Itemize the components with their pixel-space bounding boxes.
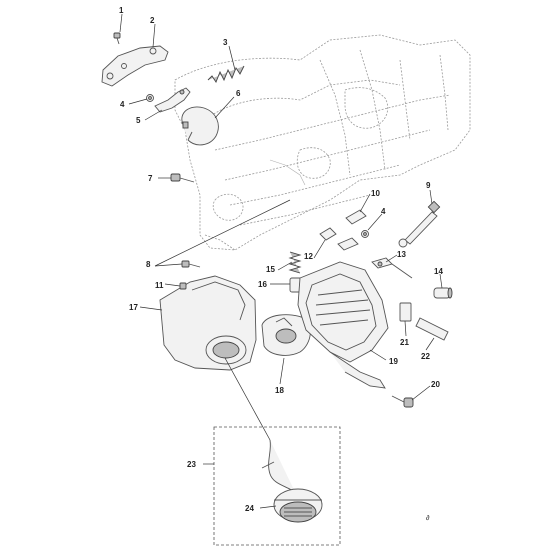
pin-part-12 xyxy=(319,227,359,251)
sleeve-part-14 xyxy=(433,287,453,299)
callout-4-upper: 4 xyxy=(120,100,125,109)
callout-4-lower: 4 xyxy=(381,207,386,216)
callout-7: 7 xyxy=(148,174,153,183)
lever-part-5 xyxy=(154,87,191,113)
callout-18: 18 xyxy=(275,386,284,395)
clip-part-21 xyxy=(399,302,412,322)
spring-part-15 xyxy=(288,251,302,274)
callout-2: 2 xyxy=(150,16,155,25)
spring-part-3 xyxy=(207,65,245,83)
band-clamp-part-6 xyxy=(181,106,219,146)
callout-3: 3 xyxy=(223,38,228,47)
housing-part-17 xyxy=(159,275,257,371)
cover-plate-part-19 xyxy=(297,261,389,389)
collar-part-18 xyxy=(261,314,311,356)
screw-part-8 xyxy=(181,260,201,268)
callout-1: 1 xyxy=(119,6,124,15)
cable-part-23 xyxy=(261,439,297,495)
callout-17: 17 xyxy=(129,303,138,312)
callout-14: 14 xyxy=(434,267,443,276)
screw-part-11 xyxy=(179,282,187,290)
rod-part-22 xyxy=(415,317,449,341)
callout-15: 15 xyxy=(266,265,275,274)
nut-part-4-lower xyxy=(361,230,369,238)
screw-part-7 xyxy=(170,173,195,183)
callout-11: 11 xyxy=(155,281,164,290)
shaft-part-9 xyxy=(398,200,441,248)
nut-part-4-upper xyxy=(146,94,154,102)
fuel-cap-part-24 xyxy=(273,488,323,523)
callout-23: 23 xyxy=(187,460,196,469)
callout-9: 9 xyxy=(426,181,431,190)
callout-20: 20 xyxy=(431,380,440,389)
callout-22: 22 xyxy=(421,352,430,361)
callout-24: 24 xyxy=(245,504,254,513)
screw-part-20 xyxy=(391,395,414,408)
callout-8: 8 xyxy=(146,260,151,269)
leader-lines xyxy=(119,13,443,509)
stud-part-10 xyxy=(345,209,367,225)
callout-19: 19 xyxy=(389,357,398,366)
screw-part-1 xyxy=(113,32,121,45)
callout-6: 6 xyxy=(236,89,241,98)
crankcase-ghost-outline xyxy=(174,34,471,251)
callout-5: 5 xyxy=(136,116,141,125)
inset-frame xyxy=(213,426,341,546)
bracket-part-2 xyxy=(101,45,169,87)
callout-12: 12 xyxy=(304,252,313,261)
callout-labels: 1 2 3 4 5 6 7 8 9 10 4 11 12 13 14 15 16… xyxy=(119,6,443,513)
callout-16: 16 xyxy=(258,280,267,289)
callout-13: 13 xyxy=(397,250,406,259)
detail-mark-glyph: ∂ xyxy=(426,515,430,522)
callout-10: 10 xyxy=(371,189,380,198)
bolt-part-13 xyxy=(371,257,413,279)
callout-21: 21 xyxy=(400,338,409,347)
